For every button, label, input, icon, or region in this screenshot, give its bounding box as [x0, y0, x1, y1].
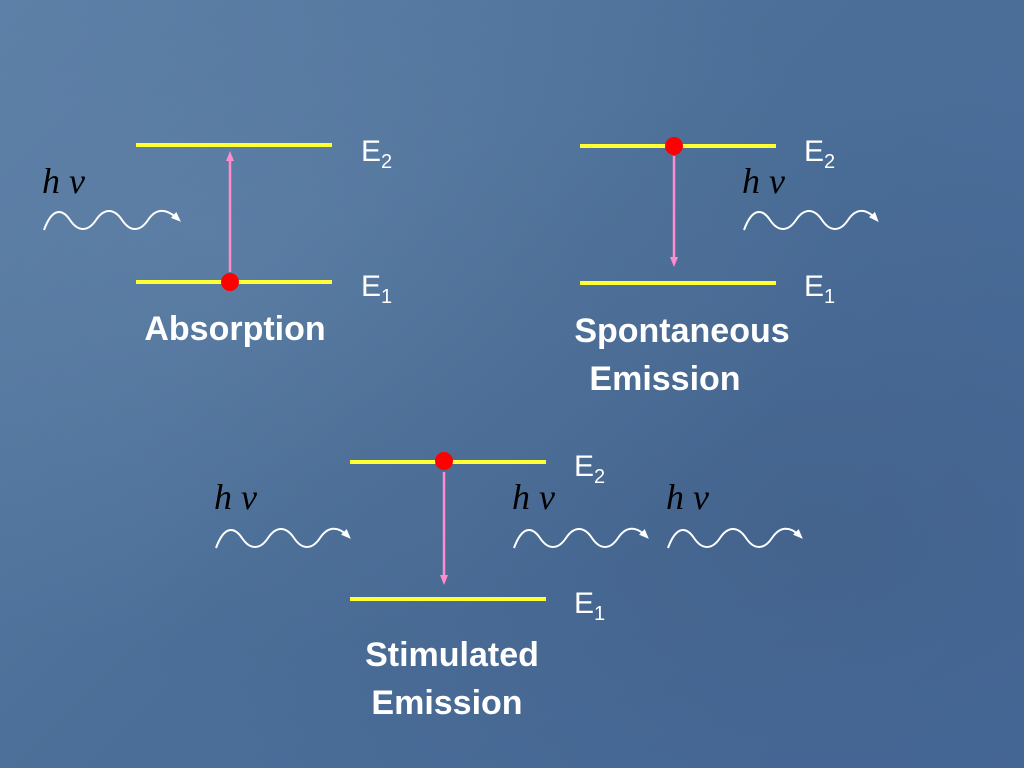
- stimulated-outgoing-photon-wave-2: [667, 527, 803, 549]
- stimulated-incoming-photon-wave: [215, 527, 351, 549]
- level-index: 2: [594, 466, 606, 488]
- stimulated-emission-diagram: [215, 452, 803, 601]
- stimulated-upper-level-label: E2: [574, 450, 605, 487]
- absorption-diagram: [43, 143, 332, 291]
- level-index: 2: [381, 151, 393, 173]
- stimulated-emission-caption: Stimulated Emission: [322, 631, 582, 727]
- stimulated-outgoing-photon-wave-1: [513, 527, 649, 549]
- level-index: 1: [824, 286, 836, 308]
- stimulated-outgoing-photon-label-1: h ν: [512, 477, 555, 517]
- spontaneous-lower-level-label: E1: [804, 270, 835, 307]
- absorption-upper-level-label: E2: [361, 135, 392, 172]
- level-symbol: E: [804, 135, 825, 168]
- absorption-incoming-photon-wave: [43, 209, 181, 231]
- spontaneous-emission-diagram: [580, 137, 879, 285]
- stimulated-incoming-photon-label: h ν: [214, 477, 257, 517]
- stimulated-caption-line-1: Stimulated: [365, 636, 539, 674]
- stimulated-caption-line-2: Emission: [371, 684, 523, 722]
- absorption-electron: [221, 273, 239, 291]
- spontaneous-caption-line-1: Spontaneous: [574, 312, 790, 350]
- absorption-caption: Absorption: [110, 305, 360, 353]
- stimulated-electron: [435, 452, 453, 470]
- level-index: 1: [594, 603, 606, 625]
- level-symbol: E: [574, 587, 595, 620]
- level-symbol: E: [361, 135, 382, 168]
- level-symbol: E: [361, 270, 382, 303]
- spontaneous-emission-caption: Spontaneous Emission: [532, 307, 832, 403]
- level-index: 2: [824, 151, 836, 173]
- spontaneous-caption-line-2: Emission: [589, 360, 741, 398]
- spontaneous-photon-label: h ν: [742, 161, 785, 201]
- spontaneous-upper-level-label: E2: [804, 135, 835, 172]
- absorption-photon-label: h ν: [42, 161, 85, 201]
- spontaneous-emitted-photon-wave: [743, 209, 879, 231]
- level-symbol: E: [574, 450, 595, 483]
- level-symbol: E: [804, 270, 825, 303]
- absorption-caption-text: Absorption: [144, 310, 326, 348]
- absorption-lower-level-label: E1: [361, 270, 392, 307]
- stimulated-outgoing-photon-label-2: h ν: [666, 477, 709, 517]
- level-index: 1: [381, 286, 393, 308]
- stimulated-lower-level-label: E1: [574, 587, 605, 624]
- spontaneous-electron: [665, 137, 683, 155]
